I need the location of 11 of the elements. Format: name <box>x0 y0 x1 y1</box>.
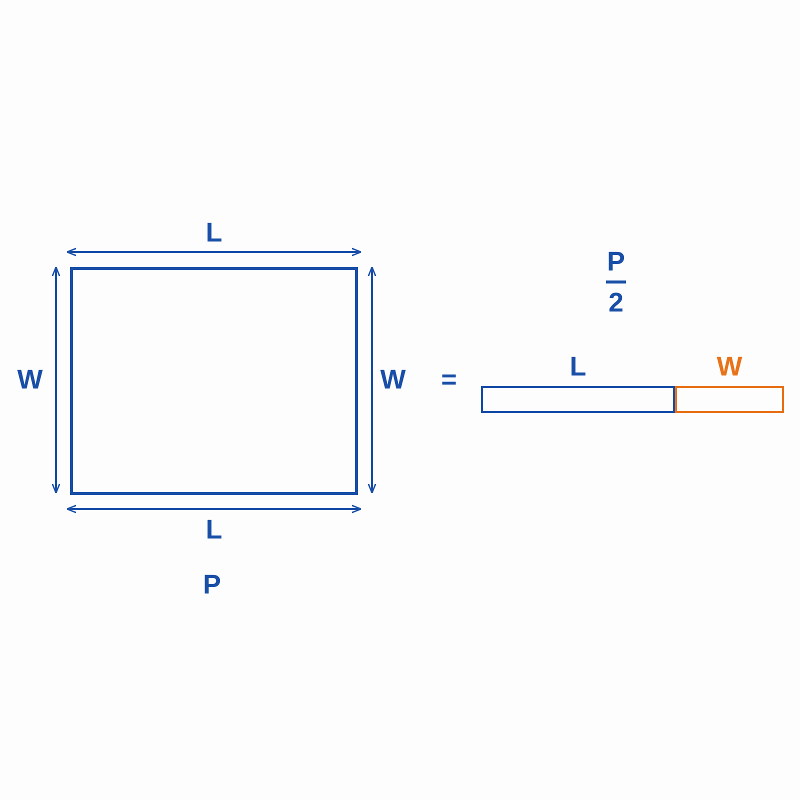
segment-label: L <box>570 354 586 380</box>
dimension-label: L <box>206 516 222 544</box>
rectangle <box>70 267 358 495</box>
dimension-label: L <box>206 220 222 246</box>
dimension-label: W <box>380 366 406 394</box>
equals-sign: = <box>441 366 457 394</box>
segment-label: W <box>716 354 742 380</box>
dimension-label: W <box>17 366 43 394</box>
fraction-denominator: 2 <box>608 290 624 316</box>
perimeter-label: P <box>203 572 221 598</box>
fraction-numerator: P <box>607 248 625 276</box>
